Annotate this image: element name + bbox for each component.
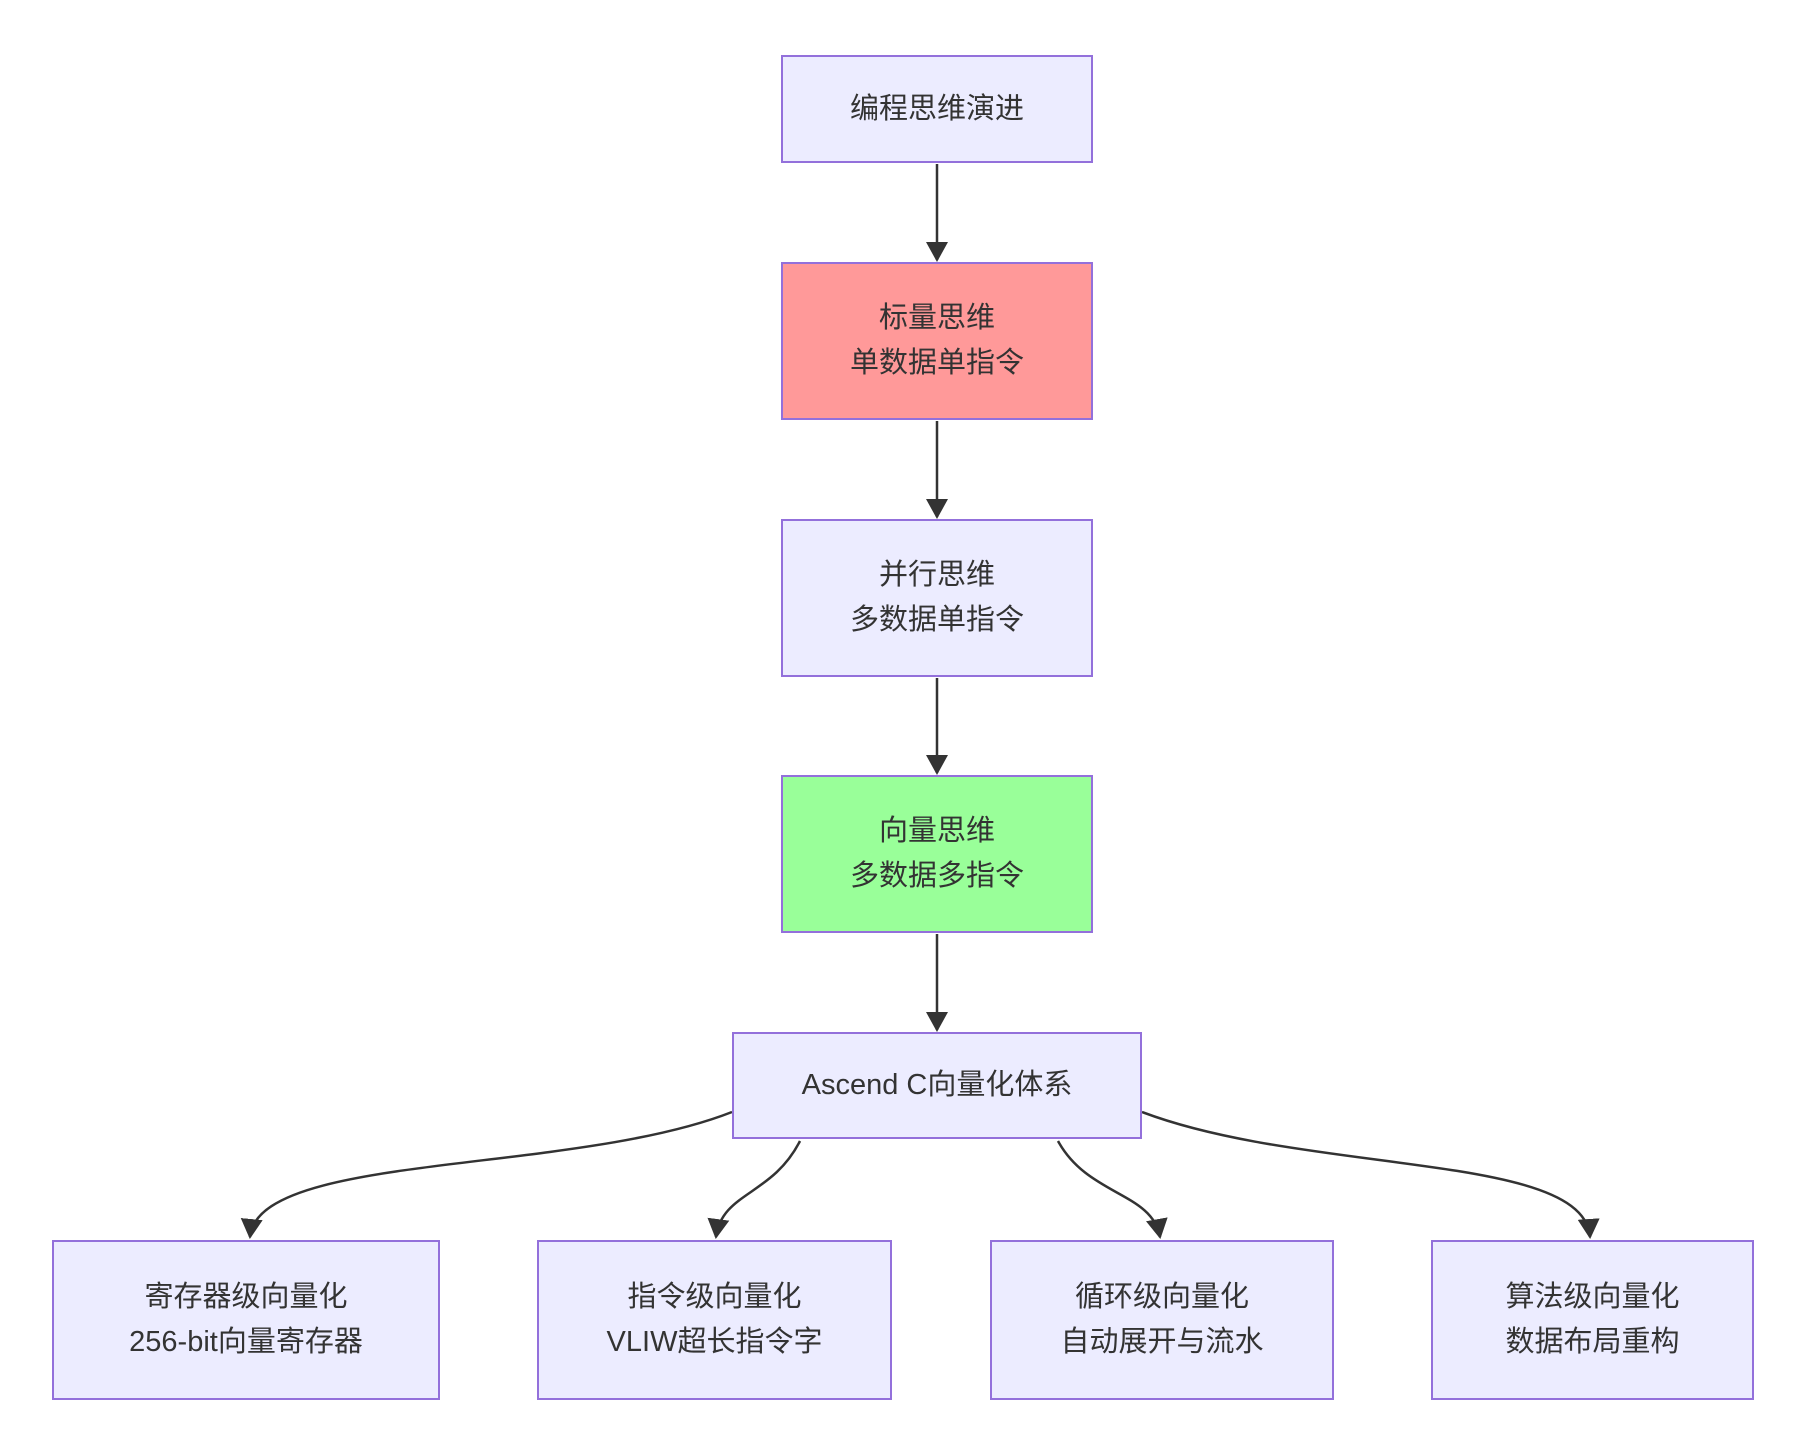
node-label-line2: 多数据多指令	[849, 860, 1024, 892]
node-label-line2: 自动展开与流水	[1060, 1326, 1264, 1358]
node-programming-evolution: 编程思维演进	[781, 55, 1093, 163]
node-label-line1: 寄存器级向量化	[144, 1281, 348, 1313]
node-label-line1: 并行思维	[878, 559, 995, 591]
node-instruction-vectorization: 指令级向量化 VLIW超长指令字	[537, 1240, 892, 1400]
node-label-line1: 编程思维演进	[849, 92, 1024, 125]
node-label-line2: 数据布局重构	[1505, 1326, 1680, 1358]
node-label-line1: 标量思维	[878, 302, 995, 334]
node-vector-thinking: 向量思维 多数据多指令	[781, 775, 1093, 933]
node-label-line2: 多数据单指令	[849, 604, 1024, 636]
edge-ascend-register	[240, 1110, 733, 1239]
node-loop-vectorization: 循环级向量化 自动展开与流水	[990, 1240, 1334, 1400]
node-label-line2: 单数据单指令	[849, 347, 1024, 379]
node-scalar-thinking: 标量思维 单数据单指令	[781, 262, 1093, 420]
node-label-line2: VLIW超长指令字	[606, 1326, 823, 1358]
node-parallel-thinking: 并行思维 多数据单指令	[781, 519, 1093, 677]
node-algorithm-vectorization: 算法级向量化 数据布局重构	[1431, 1240, 1754, 1400]
node-label-line1: Ascend C向量化体系	[801, 1069, 1073, 1101]
node-label-line1: 向量思维	[878, 815, 995, 847]
node-label-line1: 指令级向量化	[627, 1281, 802, 1313]
node-label-line1: 算法级向量化	[1505, 1281, 1680, 1313]
edge-ascend-instruction	[707, 1140, 802, 1239]
node-label-line1: 循环级向量化	[1074, 1281, 1249, 1313]
node-ascend-c-system: Ascend C向量化体系	[732, 1032, 1142, 1139]
node-label-line2: 256-bit向量寄存器	[129, 1326, 363, 1358]
edge-ascend-algorithm	[1141, 1110, 1600, 1239]
edge-ascend-loop	[1056, 1140, 1168, 1239]
node-register-vectorization: 寄存器级向量化 256-bit向量寄存器	[52, 1240, 440, 1400]
